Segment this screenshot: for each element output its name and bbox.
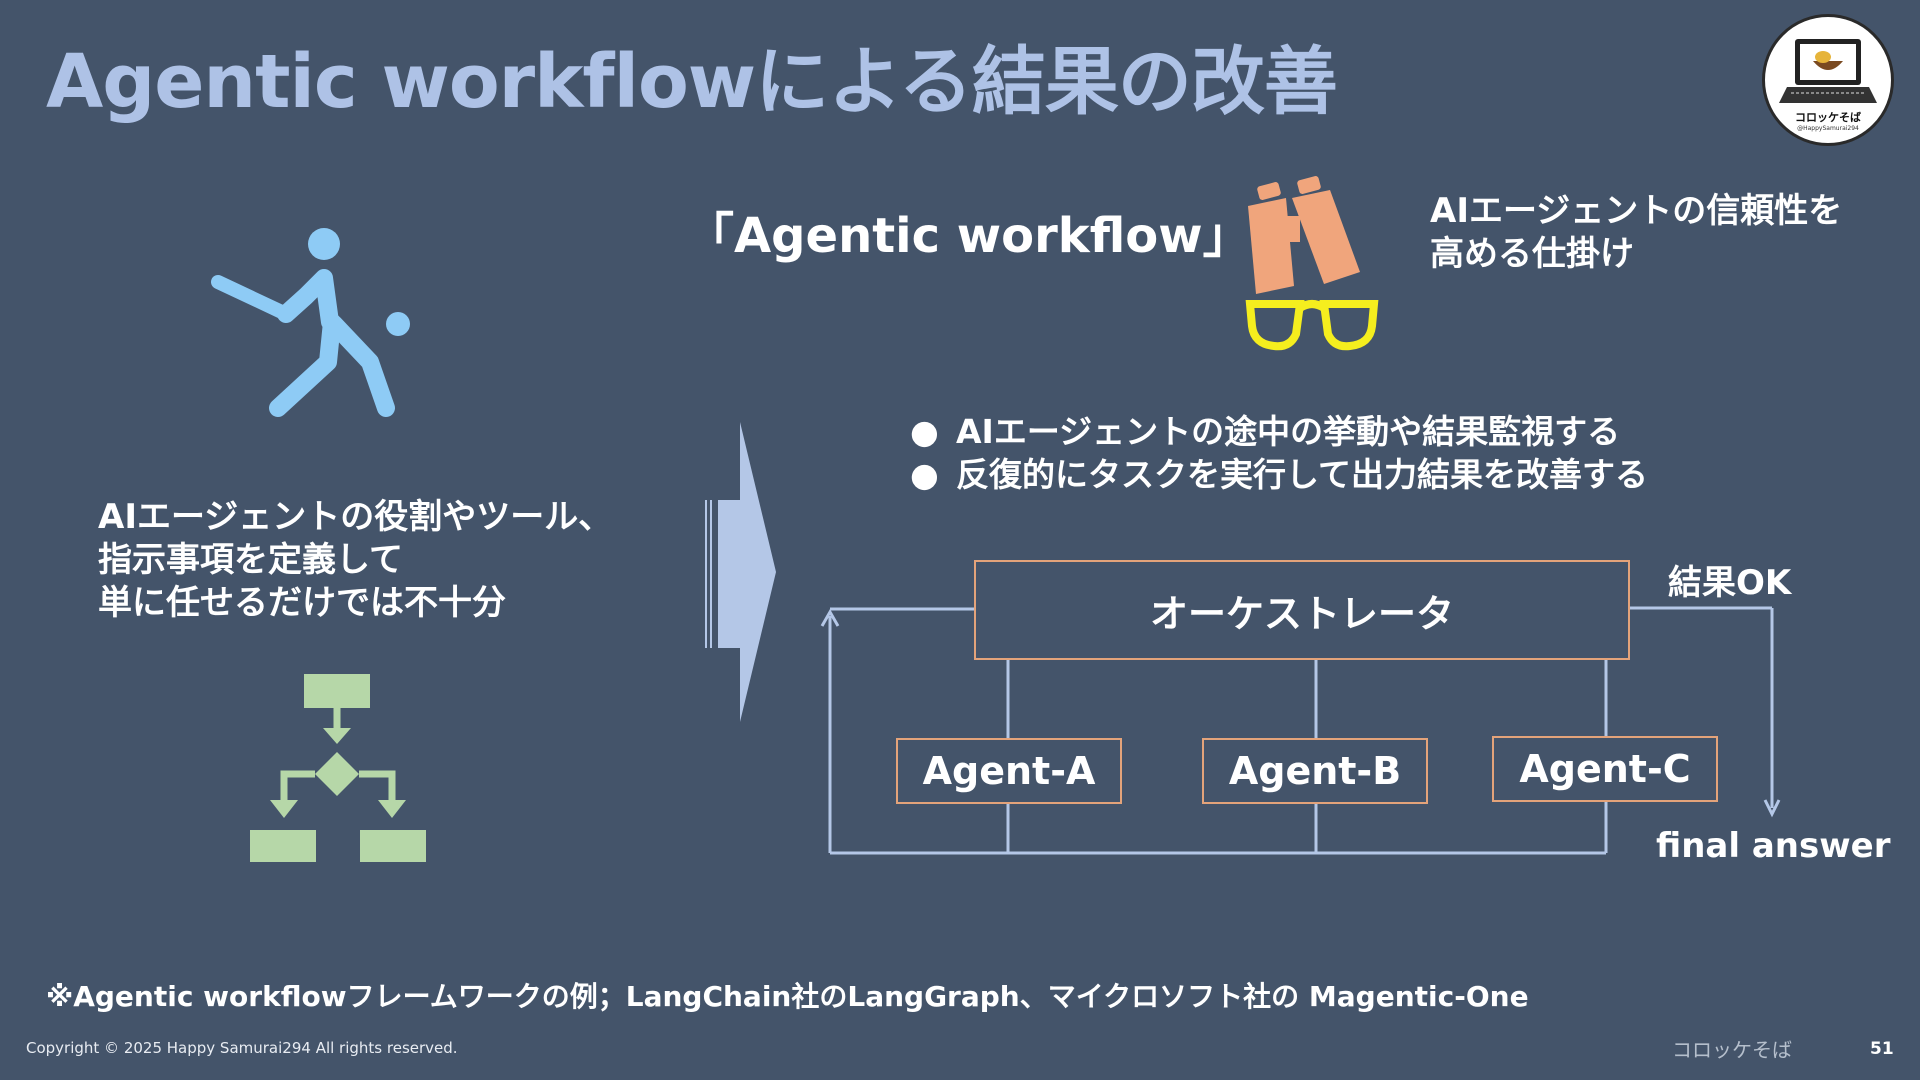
left-caption-line-3: 単に任せるだけでは不十分: [98, 583, 506, 623]
copyright: Copyright © 2025 Happy Samurai294 All ri…: [26, 1039, 458, 1057]
trust-caption-line-1: AIエージェントの信頼性を: [1430, 191, 1843, 231]
slide-title: Agentic workflowによる結果の改善: [46, 39, 1338, 125]
left-caption: AIエージェントの役割やツール、 指示事項を定義して 単に任せるだけでは不十分: [98, 496, 612, 625]
left-caption-line-1: AIエージェントの役割やツール、: [98, 497, 613, 537]
laptop-bowl-logo-icon: [1779, 39, 1877, 103]
flowchart-icon: [250, 674, 426, 862]
agent-b-box: Agent-B: [1202, 738, 1428, 804]
left-caption-line-2: 指示事項を定義して: [98, 540, 403, 580]
bullet-item: AIエージェントの途中の挙動や結果監視する: [910, 410, 1648, 453]
orchestrator-box: オーケストレータ: [974, 560, 1630, 660]
feedback-arrowhead: [820, 608, 840, 627]
framework-note: ※Agentic workflowフレームワークの例；LangChain社のLa…: [46, 980, 1529, 1013]
bullet-list: AIエージェントの途中の挙動や結果監視する 反復的にタスクを実行して出力結果を改…: [910, 410, 1648, 496]
brand-logo: コロッケそば @HappySamurai294: [1762, 14, 1894, 146]
logo-text: コロッケそば: [1795, 111, 1861, 124]
binoculars-icon: [1248, 176, 1360, 294]
glasses-icon: [1245, 300, 1379, 351]
bullet-item: 反復的にタスクを実行して出力結果を改善する: [910, 453, 1648, 496]
agent-c-box: Agent-C: [1492, 736, 1718, 802]
final-answer-label: final answer: [1656, 826, 1891, 866]
footer-brand: コロッケそば: [1672, 1038, 1792, 1062]
final-answer-arrowhead: [1763, 799, 1781, 818]
result-ok-label: 結果OK: [1668, 563, 1792, 603]
trust-caption-line-2: 高める仕掛け: [1430, 234, 1634, 274]
arrow-right-icon: [705, 422, 776, 722]
agent-a-box: Agent-A: [896, 738, 1122, 804]
trust-caption: AIエージェントの信頼性を 高める仕掛け: [1430, 190, 1842, 276]
batter-icon: [211, 228, 410, 417]
page-number: 51: [1870, 1039, 1894, 1059]
section-heading: 「Agentic workflow」: [686, 208, 1251, 264]
logo-handle: @HappySamurai294: [1797, 125, 1859, 132]
